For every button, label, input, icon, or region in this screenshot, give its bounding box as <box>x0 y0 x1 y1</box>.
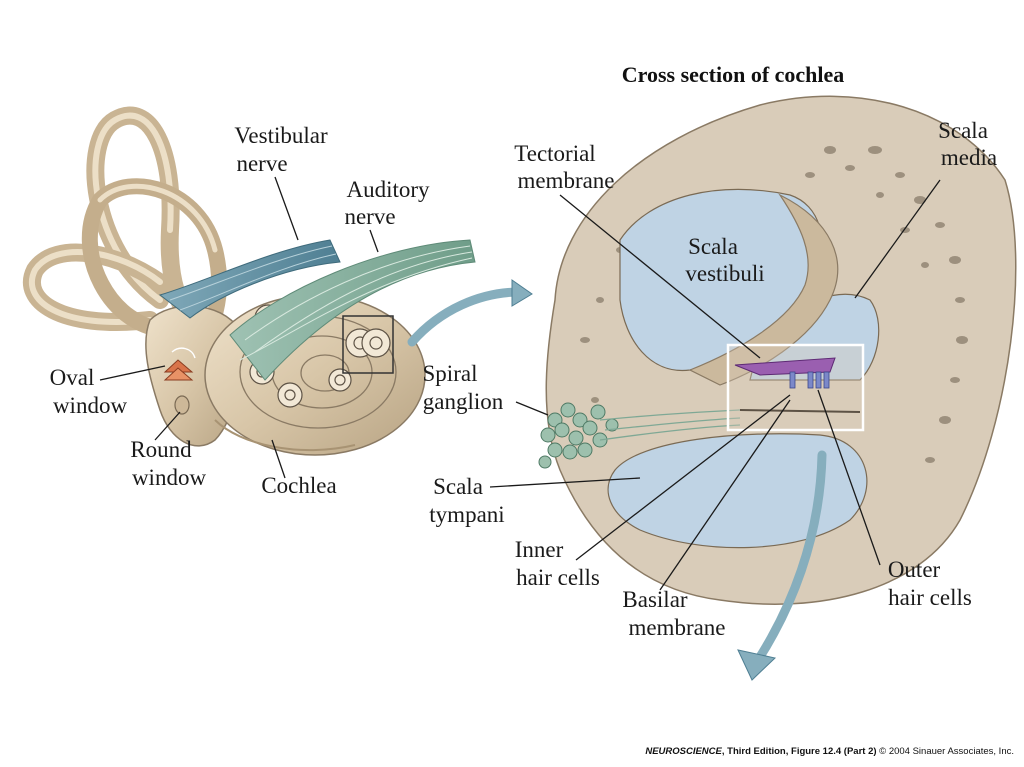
inner-ear-illustration <box>22 106 476 456</box>
credit-copyright: © 2004 Sinauer Associates, Inc. <box>876 746 1014 757</box>
svg-text:Cochlea: Cochlea <box>261 473 336 498</box>
svg-text:Scala: Scala <box>433 474 483 499</box>
spiral-ganglion-fibers <box>599 409 741 441</box>
label-spiral-ganglion: Spiral ganglion <box>423 361 504 414</box>
svg-text:Basilar: Basilar <box>622 587 687 612</box>
auditory-nerve-bundle <box>229 239 476 381</box>
label-oval-window: Oval window <box>50 365 128 418</box>
zoom-arrow-head <box>511 279 533 307</box>
svg-text:Vestibular: Vestibular <box>234 123 328 148</box>
label-inner-hair-cells: Inner hair cells <box>515 537 600 590</box>
bony-shelf <box>688 193 839 386</box>
label-tectorial-membrane: Tectorial membrane <box>514 141 614 193</box>
svg-text:tympani: tympani <box>429 502 504 527</box>
vestibular-nerve-bundle <box>158 239 341 319</box>
label-outer-hair-cells: Outer hair cells <box>888 557 972 610</box>
svg-text:ganglion: ganglion <box>423 389 504 414</box>
credit-edition: , Third Edition <box>721 746 786 757</box>
svg-text:window: window <box>53 393 128 418</box>
svg-text:nerve: nerve <box>236 151 287 176</box>
cochlea-cross-section <box>538 95 1017 681</box>
label-cochlea: Cochlea <box>261 473 336 498</box>
round-window-marker <box>174 395 190 415</box>
svg-text:hair cells: hair cells <box>888 585 972 610</box>
svg-text:Scala: Scala <box>938 118 988 143</box>
label-basilar-membrane: Basilar membrane <box>622 587 725 640</box>
figure-credit: NEUROSCIENCE, Third Edition, Figure 12.4… <box>645 746 1014 757</box>
sound-path-arrow <box>753 450 827 665</box>
posterior-semicircular-canal-highlight <box>28 249 163 325</box>
spiral-ganglion-cells <box>538 402 619 469</box>
tectorial-membrane-shape <box>734 357 836 376</box>
scala-tympani <box>607 433 868 549</box>
credit-figure: , Figure 12.4 (Part 2) <box>785 746 877 757</box>
leader-lines <box>99 176 941 591</box>
svg-text:window: window <box>132 465 207 490</box>
svg-text:Spiral: Spiral <box>423 361 478 386</box>
svg-text:nerve: nerve <box>344 204 395 229</box>
credit-book: NEUROSCIENCE <box>645 746 722 757</box>
label-scala-tympani: Scala tympani <box>429 474 504 527</box>
svg-text:vestibuli: vestibuli <box>685 261 764 286</box>
oval-window-marker <box>163 347 196 381</box>
cross-section-title: Cross section of cochlea <box>622 62 845 87</box>
svg-text:Scala: Scala <box>688 234 738 259</box>
zoom-arrow <box>407 287 525 347</box>
svg-text:Outer: Outer <box>888 557 941 582</box>
svg-text:Oval: Oval <box>50 365 95 390</box>
svg-text:membrane: membrane <box>628 615 725 640</box>
organ-of-corti-box <box>726 343 865 432</box>
label-scala-media: Scala media <box>938 118 997 170</box>
svg-text:Auditory: Auditory <box>346 177 430 202</box>
svg-text:media: media <box>941 145 997 170</box>
lateral-semicircular-canal-highlight <box>97 183 218 253</box>
svg-text:hair cells: hair cells <box>516 565 600 590</box>
basilar-membrane-shape <box>739 409 861 413</box>
cochlea-inset-box <box>342 315 394 374</box>
svg-text:Tectorial: Tectorial <box>514 141 595 166</box>
sound-path-arrow-head <box>737 649 777 681</box>
vestibular-nerve-fibers <box>169 245 337 311</box>
auditory-nerve-fibers <box>239 245 473 361</box>
label-auditory-nerve: Auditory nerve <box>344 177 430 229</box>
svg-text:Inner: Inner <box>515 537 564 562</box>
bone-pores <box>580 146 968 463</box>
label-round-window: Round window <box>130 437 206 490</box>
label-vestibular-nerve: Vestibular nerve <box>234 123 328 176</box>
hair-cells <box>789 371 830 389</box>
svg-text:membrane: membrane <box>517 168 614 193</box>
svg-text:Round: Round <box>130 437 192 462</box>
label-scala-vestibuli: Scala vestibuli <box>685 234 764 286</box>
superior-semicircular-canal-highlight <box>92 112 174 303</box>
